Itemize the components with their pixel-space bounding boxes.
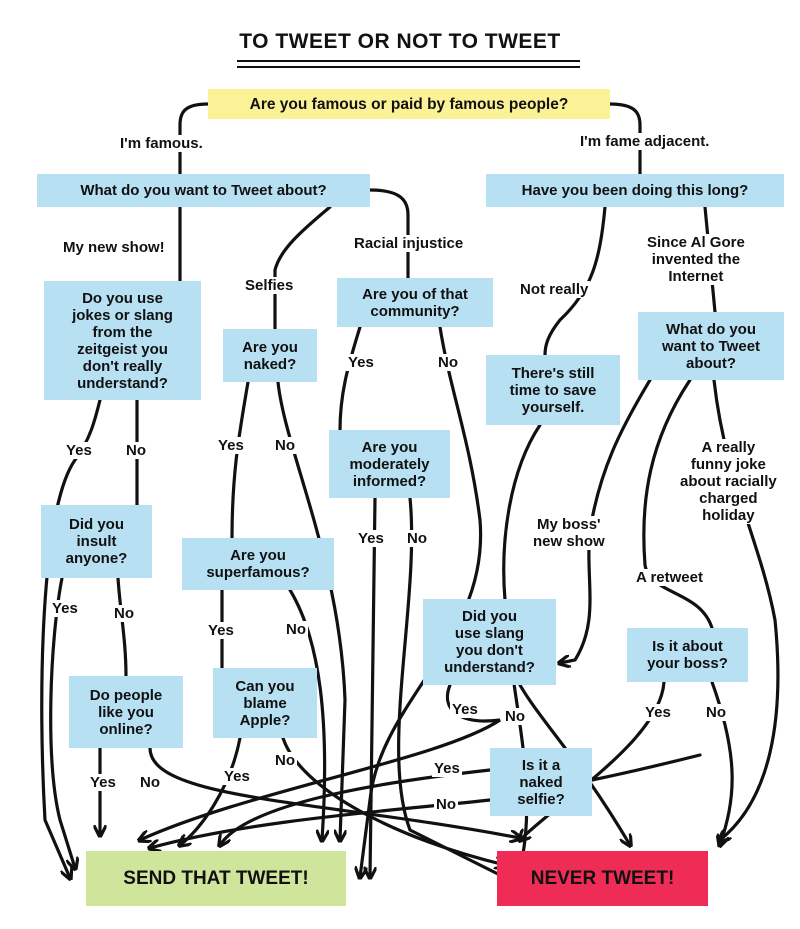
label-insult-yes: Yes xyxy=(50,600,80,617)
label-racial-injustice: Racial injustice xyxy=(352,235,466,252)
label-like-yes: Yes xyxy=(88,774,118,791)
arrow-naked-no xyxy=(276,380,345,840)
question-doing-long: Have you been doing this long? xyxy=(486,174,784,207)
label-naked-no: No xyxy=(273,437,297,454)
arrow-informed-yes xyxy=(370,496,377,877)
label-community-yes: Yes xyxy=(346,354,376,371)
question-about-boss: Is it about your boss? xyxy=(627,628,748,682)
arrow-root-adjacent xyxy=(608,102,642,176)
label-selfie-yes: Yes xyxy=(432,760,462,777)
label-selfies: Selfies xyxy=(243,277,296,294)
label-al-gore: Since Al Gore invented the Internet xyxy=(645,234,747,285)
label-informed-yes: Yes xyxy=(356,530,386,547)
question-naked: Are you naked? xyxy=(223,329,317,382)
question-community: Are you of that community? xyxy=(337,278,493,327)
arrow-root-famous xyxy=(178,102,210,176)
label-not-really: Not really xyxy=(518,281,591,298)
page-title: TO TWEET OR NOT TO TWEET xyxy=(239,30,561,53)
question-jokes-slang: Do you use jokes or slang from the zeitg… xyxy=(44,281,201,400)
title-rule-top xyxy=(237,60,580,62)
label-insult-no: No xyxy=(112,605,136,622)
label-boss-yes: Yes xyxy=(643,704,673,721)
question-slang: Did you use slang you don't understand? xyxy=(423,599,556,685)
arrow-not-really xyxy=(543,205,607,357)
question-naked-selfie: Is it a naked selfie? xyxy=(490,748,592,816)
label-jokes-no: No xyxy=(124,442,148,459)
question-informed: Are you moderately informed? xyxy=(329,430,450,498)
arrow-retweet xyxy=(642,378,714,630)
question-root: Are you famous or paid by famous people? xyxy=(208,89,610,119)
label-retweet: A retweet xyxy=(634,569,705,586)
label-selfie-no: No xyxy=(434,796,458,813)
end-never-tweet: NEVER TWEET! xyxy=(497,851,708,906)
title-rule-bottom xyxy=(237,66,580,68)
question-what-adjacent: What do you want to Tweet about? xyxy=(638,312,784,380)
label-fame-adjacent: I'm fame adjacent. xyxy=(578,133,712,150)
question-what-famous: What do you want to Tweet about? xyxy=(37,174,370,207)
label-im-famous: I'm famous. xyxy=(118,135,205,152)
label-apple-yes: Yes xyxy=(222,768,252,785)
question-insult: Did you insult anyone? xyxy=(41,505,152,578)
arrow-community-no xyxy=(360,325,483,877)
question-people-like: Do people like you online? xyxy=(69,676,183,748)
arrow-jokes-yes xyxy=(40,398,102,878)
arrow-naked-yes xyxy=(230,380,250,540)
arrow-selfies xyxy=(273,205,332,331)
label-super-yes: Yes xyxy=(206,622,236,639)
arrow-racial xyxy=(368,188,410,280)
label-informed-no: No xyxy=(405,530,429,547)
arrow-community-yes xyxy=(338,325,362,432)
question-save-yourself: There's still time to save yourself. xyxy=(486,355,620,425)
question-blame-apple: Can you blame Apple? xyxy=(213,668,317,738)
end-send-tweet: SEND THAT TWEET! xyxy=(86,851,346,906)
arrow-selfie-right xyxy=(590,753,702,782)
label-like-no: No xyxy=(138,774,162,791)
arrow-informed-no xyxy=(397,496,510,880)
label-slang-yes: Yes xyxy=(450,701,480,718)
label-community-no: No xyxy=(436,354,460,371)
arrow-insult-no xyxy=(116,576,128,678)
arrow-boss-yes xyxy=(520,680,666,840)
label-super-no: No xyxy=(284,621,308,638)
label-naked-yes: Yes xyxy=(216,437,246,454)
label-slang-no: No xyxy=(503,708,527,725)
label-funny-joke: A really funny joke about racially charg… xyxy=(678,439,779,524)
label-boss-no: No xyxy=(704,704,728,721)
label-boss-show: My boss' new show xyxy=(531,516,607,550)
label-apple-no: No xyxy=(273,752,297,769)
label-jokes-yes: Yes xyxy=(64,442,94,459)
arrow-slang-no xyxy=(518,683,630,845)
question-superfamous: Are you superfamous? xyxy=(182,538,334,590)
label-my-new-show: My new show! xyxy=(61,239,167,256)
